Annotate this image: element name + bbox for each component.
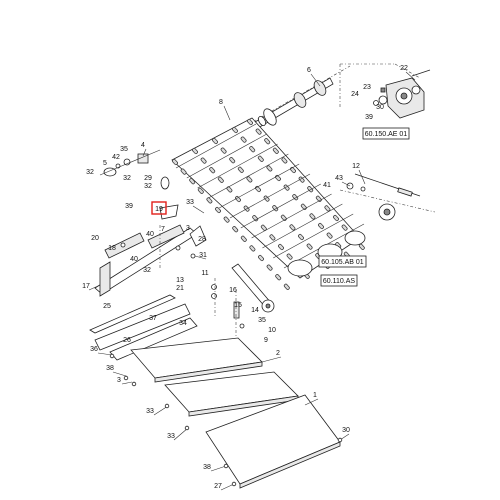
drive-shaft bbox=[229, 65, 351, 136]
callout-21[interactable]: 21 bbox=[176, 285, 184, 292]
callout-33[interactable]: 33 bbox=[186, 199, 194, 206]
callout-3[interactable]: 3 bbox=[186, 225, 190, 232]
callout-3[interactable]: 3 bbox=[117, 377, 121, 384]
callout-36[interactable]: 36 bbox=[90, 346, 98, 353]
callout-29[interactable]: 29 bbox=[144, 175, 152, 182]
callout-5[interactable]: 5 bbox=[103, 160, 107, 167]
callout-32[interactable]: 32 bbox=[86, 169, 94, 176]
callout-24[interactable]: 24 bbox=[351, 91, 359, 98]
callout-32[interactable]: 32 bbox=[143, 267, 151, 274]
frame-beam bbox=[94, 204, 207, 297]
callout-38[interactable]: 38 bbox=[106, 365, 114, 372]
callout-40[interactable]: 40 bbox=[146, 231, 154, 238]
reference-box-conveyor[interactable]: 60.110.AS bbox=[320, 274, 358, 287]
reference-label: 60.150.AE 01 bbox=[365, 131, 408, 138]
callout-20[interactable]: 20 bbox=[91, 235, 99, 242]
callout-34[interactable]: 34 bbox=[179, 320, 187, 327]
callout-31[interactable]: 31 bbox=[199, 252, 207, 259]
callout-32[interactable]: 32 bbox=[144, 183, 152, 190]
callout-42[interactable]: 42 bbox=[112, 154, 120, 161]
callout-13[interactable]: 13 bbox=[176, 277, 184, 284]
lower-drive-shaft bbox=[339, 173, 436, 221]
callout-33[interactable]: 33 bbox=[146, 408, 154, 415]
callout-1[interactable]: 1 bbox=[313, 392, 317, 399]
callout-12[interactable]: 12 bbox=[352, 163, 360, 170]
callout-25[interactable]: 25 bbox=[103, 303, 111, 310]
tension-arm bbox=[211, 263, 275, 340]
reference-box-chain[interactable]: 60.105.AB 01 bbox=[318, 255, 367, 268]
callout-11[interactable]: 11 bbox=[201, 270, 208, 277]
floor-strips bbox=[89, 294, 198, 361]
callout-39[interactable]: 39 bbox=[365, 114, 373, 121]
left-bracket-parts bbox=[99, 149, 170, 190]
callout-15[interactable]: 15 bbox=[234, 302, 242, 309]
floor-panel-3 bbox=[130, 337, 263, 383]
floor-panel-2 bbox=[164, 371, 299, 417]
callout-37[interactable]: 37 bbox=[149, 315, 157, 322]
callout-32[interactable]: 32 bbox=[123, 175, 131, 182]
callout-40[interactable]: 40 bbox=[130, 256, 138, 263]
callout-4[interactable]: 4 bbox=[141, 142, 145, 149]
reference-label: 60.110.AS bbox=[323, 278, 356, 285]
callout-33[interactable]: 33 bbox=[167, 433, 175, 440]
callout-43[interactable]: 43 bbox=[335, 175, 343, 182]
reference-box-gearbox[interactable]: 60.150.AE 01 bbox=[362, 127, 410, 140]
highlighted-callout-label: 19 bbox=[155, 206, 163, 213]
callout-2[interactable]: 2 bbox=[276, 350, 280, 357]
callout-28[interactable]: 28 bbox=[198, 236, 206, 243]
callout-22[interactable]: 22 bbox=[400, 65, 408, 72]
callout-39[interactable]: 39 bbox=[125, 203, 133, 210]
callout-18[interactable]: 18 bbox=[108, 245, 116, 252]
callout-6[interactable]: 6 bbox=[307, 67, 311, 74]
callout-9[interactable]: 9 bbox=[264, 337, 268, 344]
callout-10[interactable]: 10 bbox=[268, 327, 276, 334]
callout-16[interactable]: 16 bbox=[229, 287, 237, 294]
callout-38[interactable]: 38 bbox=[203, 464, 211, 471]
highlighted-callout[interactable]: 19 bbox=[151, 201, 167, 215]
callout-30[interactable]: 30 bbox=[342, 427, 350, 434]
small-fasteners bbox=[109, 353, 343, 487]
gearbox-assembly bbox=[339, 63, 431, 119]
callout-14[interactable]: 14 bbox=[251, 307, 259, 314]
callout-30[interactable]: 30 bbox=[376, 104, 384, 111]
chain-conveyor bbox=[171, 117, 366, 290]
callout-41[interactable]: 41 bbox=[323, 182, 331, 189]
callout-27[interactable]: 27 bbox=[214, 483, 222, 490]
callout-26[interactable]: 26 bbox=[123, 337, 131, 344]
callout-35[interactable]: 35 bbox=[258, 317, 266, 324]
callout-17[interactable]: 17 bbox=[82, 283, 90, 290]
callout-23[interactable]: 23 bbox=[363, 84, 371, 91]
reference-label: 60.105.AB 01 bbox=[321, 259, 364, 266]
callout-35[interactable]: 35 bbox=[120, 146, 128, 153]
callout-8[interactable]: 8 bbox=[219, 99, 223, 106]
callout-7[interactable]: 7 bbox=[161, 226, 165, 233]
